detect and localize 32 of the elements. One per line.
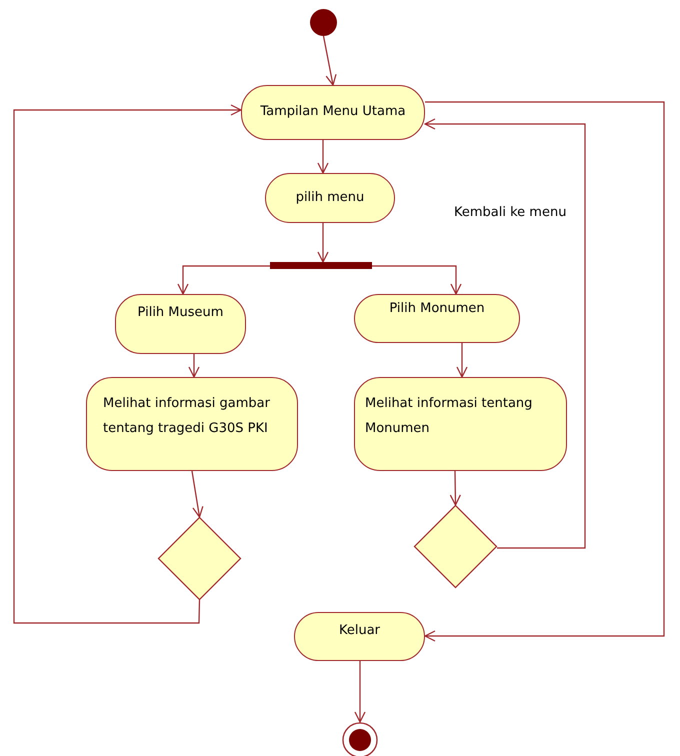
arrow <box>188 354 200 378</box>
action-node <box>86 377 298 471</box>
decision-diamond <box>158 517 241 600</box>
arrow <box>354 661 366 723</box>
action-label: Keluar <box>338 622 380 640</box>
arrow <box>450 471 461 506</box>
arrow <box>372 265 462 295</box>
arrow <box>424 118 586 549</box>
arrow <box>177 265 270 295</box>
action-label: Tampilan Menu Utama <box>260 103 406 122</box>
arrow <box>456 343 468 378</box>
action-label: Pilih Monumen <box>389 300 485 318</box>
action-label: Pilih Museum <box>138 304 224 322</box>
action-node <box>354 294 520 343</box>
action-node <box>265 173 395 223</box>
fork-bar <box>270 262 372 269</box>
action-label: Melihat informasi tentang Monumen <box>365 395 534 438</box>
arrow <box>322 36 337 86</box>
action-node <box>241 85 425 140</box>
arrow <box>317 140 329 174</box>
action-label: pilih menu <box>296 188 364 207</box>
action-node <box>354 377 567 471</box>
action-node <box>115 294 246 354</box>
decision-diamond <box>414 505 497 588</box>
final-node <box>342 722 378 756</box>
action-node <box>294 612 425 661</box>
arrow <box>317 223 329 263</box>
action-label: Melihat informasi gambar tentang tragedi G30S PKI <box>103 395 271 438</box>
arrow <box>424 101 665 642</box>
arrow <box>13 104 242 624</box>
initial-node <box>310 9 337 36</box>
arrow <box>191 470 204 518</box>
